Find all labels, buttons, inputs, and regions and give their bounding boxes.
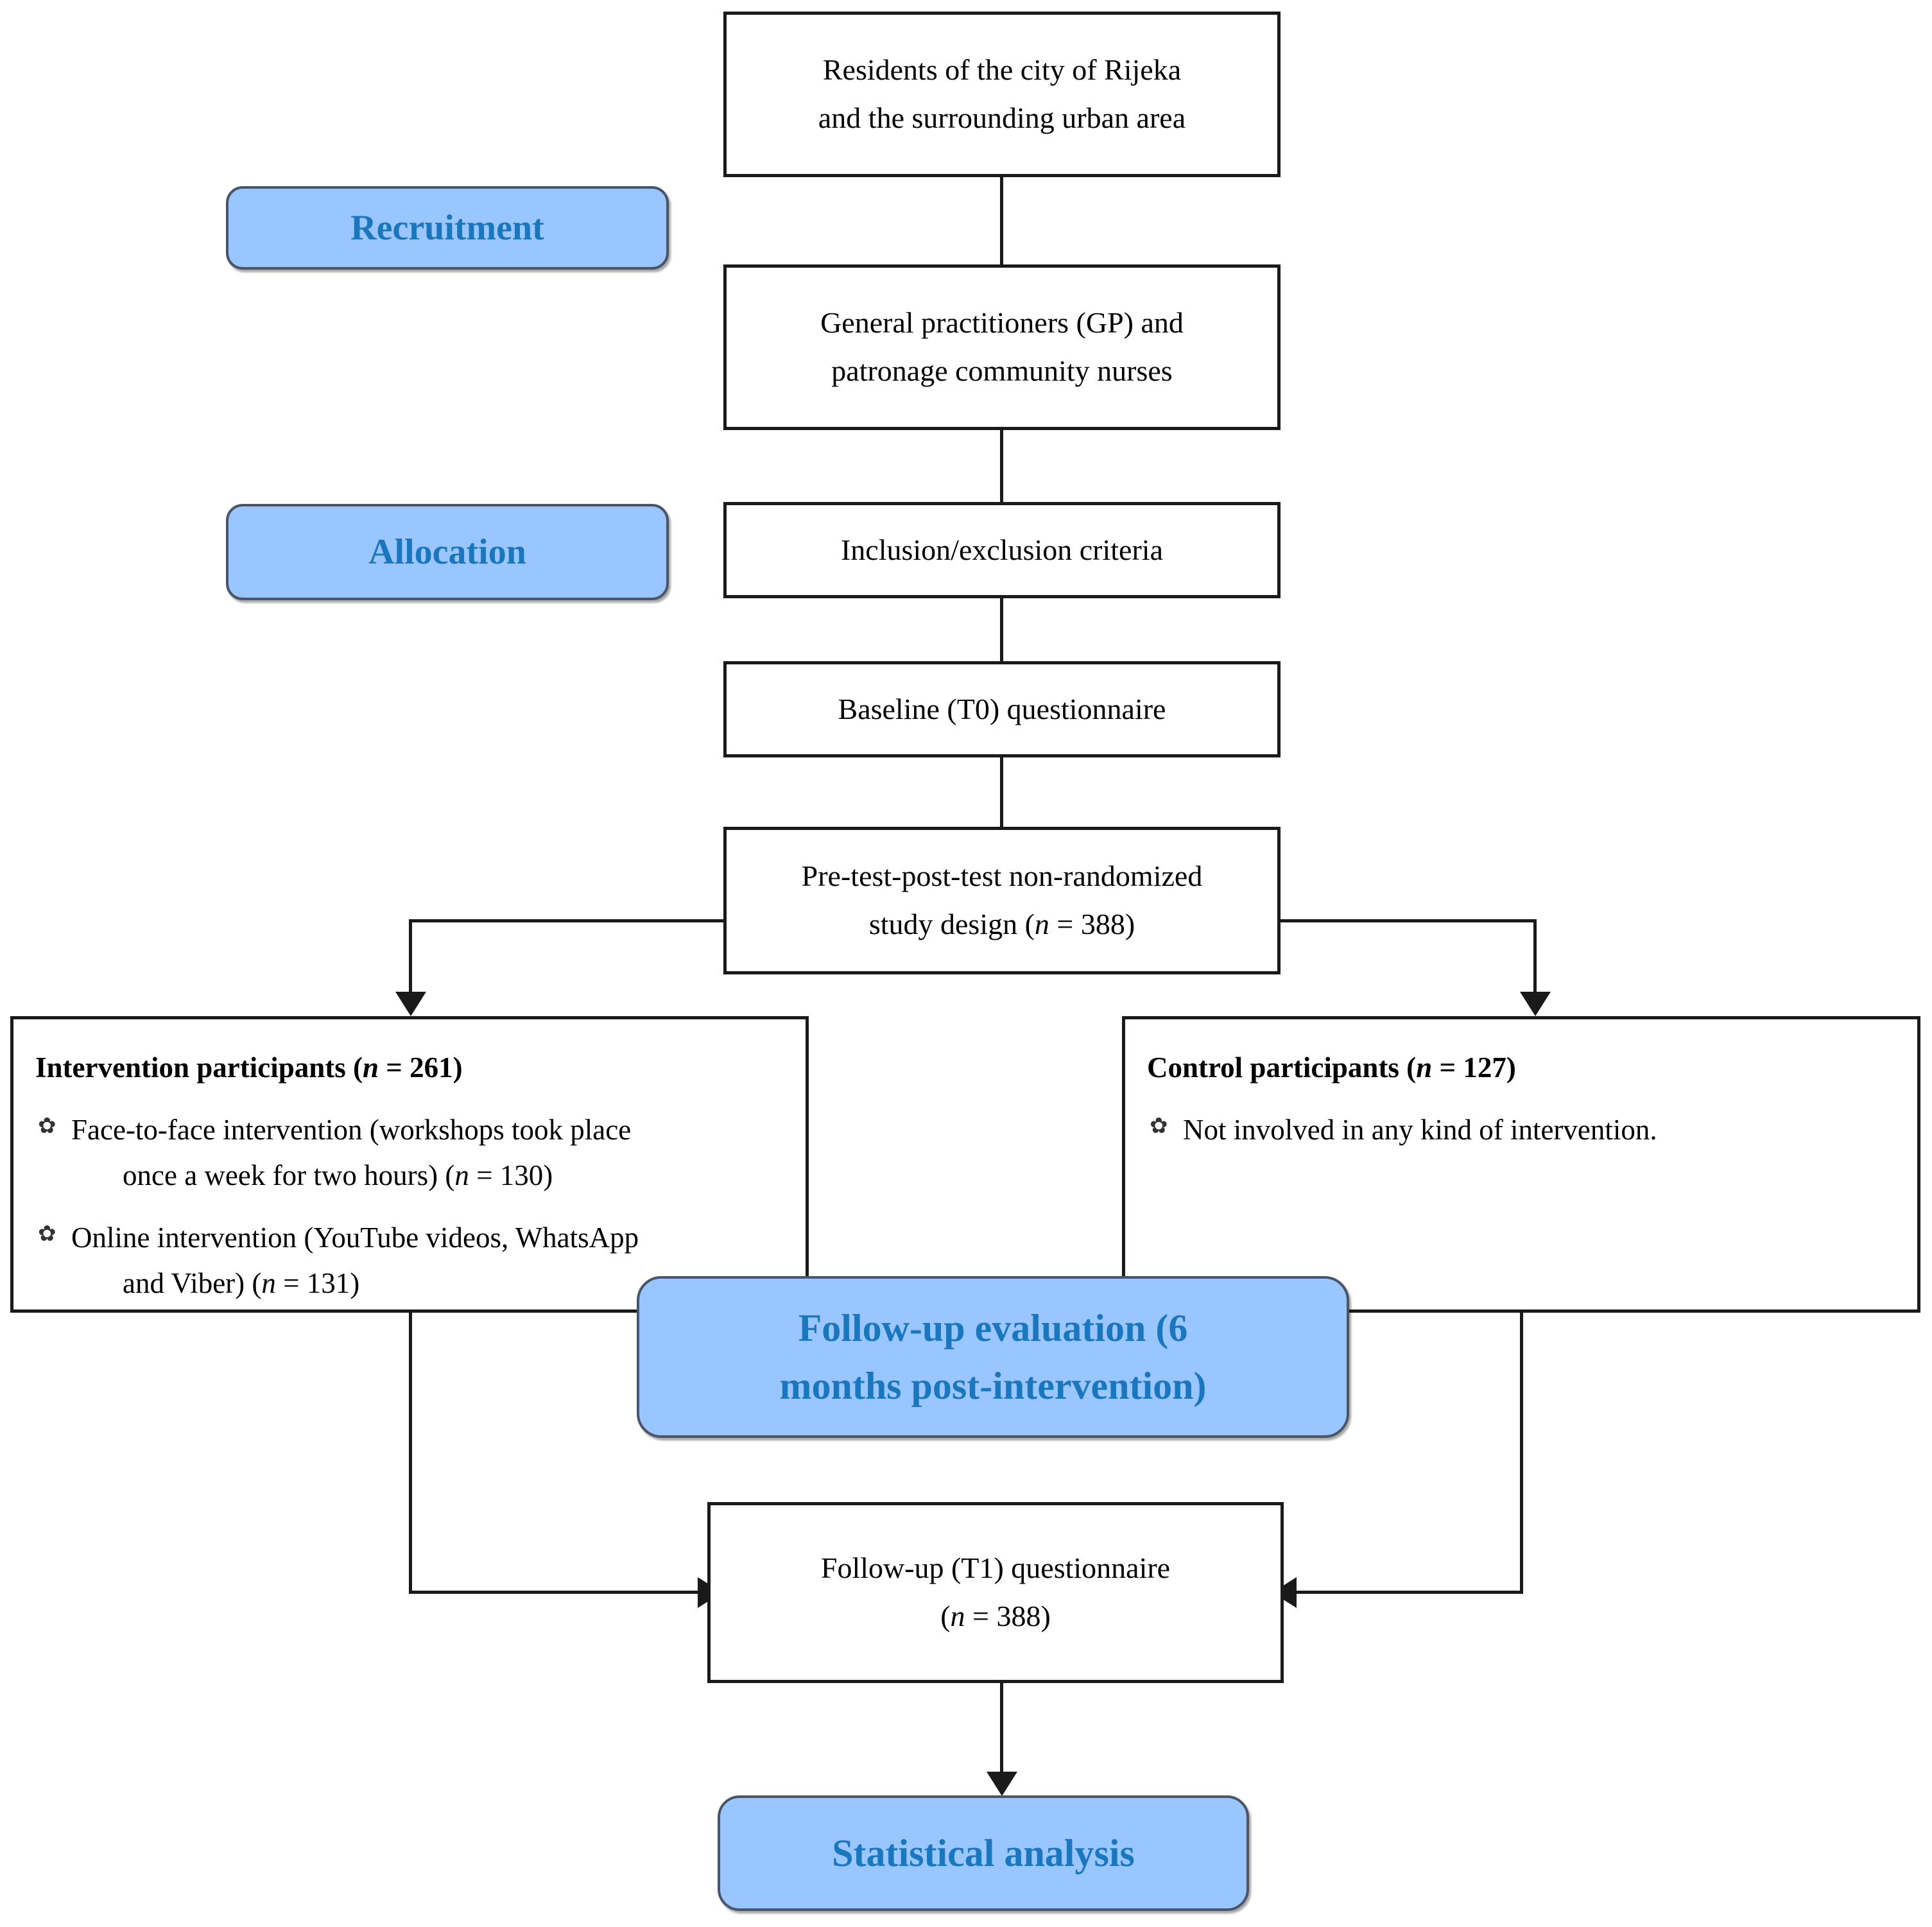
connector-intervention-down bbox=[409, 1313, 412, 1593]
node-study-design[interactable]: Pre-test-post-test non-randomized study … bbox=[723, 827, 1281, 974]
followup-questionnaire-line-1: Follow-up (T1) questionnaire bbox=[820, 1551, 1171, 1585]
node-followup-questionnaire[interactable]: Follow-up (T1) questionnaire (n = 388) bbox=[707, 1502, 1284, 1683]
bullet-icon: ✿ bbox=[38, 1222, 56, 1247]
followup-questionnaire-line-2-pre: ( bbox=[940, 1600, 951, 1632]
intervention-item-0-line-2-pre: once a week for two hours) ( bbox=[123, 1159, 455, 1192]
control-item-0-line-1: Not involved in any kind of intervention… bbox=[1183, 1114, 1657, 1146]
design-n-italic: n bbox=[1034, 908, 1049, 940]
control-heading-post: = 127) bbox=[1432, 1051, 1516, 1084]
node-design-text: Pre-test-post-test non-randomized study … bbox=[741, 852, 1263, 948]
providers-line-2: patronage community nurses bbox=[831, 354, 1173, 387]
connector-split-right-down bbox=[1533, 919, 1537, 993]
node-inclusion-exclusion-criteria[interactable]: Inclusion/exclusion criteria bbox=[723, 502, 1281, 598]
intervention-item-0-n-italic: n bbox=[454, 1159, 469, 1192]
node-intervention-participants[interactable]: Intervention participants (n = 261) ✿ Fa… bbox=[10, 1016, 809, 1313]
intervention-items-list: ✿ Face-to-face intervention (workshops t… bbox=[35, 1107, 784, 1306]
stage-label-allocation-text: Allocation bbox=[368, 532, 526, 572]
stage-label-allocation[interactable]: Allocation bbox=[226, 504, 669, 600]
control-heading: Control participants (n = 127) bbox=[1147, 1045, 1895, 1091]
arrow-to-intervention bbox=[395, 992, 426, 1016]
design-line-2-pre: study design ( bbox=[868, 908, 1035, 940]
connector-design-split-right bbox=[1281, 919, 1537, 922]
control-items-list: ✿ Not involved in any kind of interventi… bbox=[1147, 1107, 1895, 1153]
intervention-heading: Intervention participants (n = 261) bbox=[35, 1045, 784, 1091]
stage-label-followup-evaluation[interactable]: Follow-up evaluation (6 months post-inte… bbox=[637, 1276, 1349, 1438]
connector-providers-to-criteria bbox=[1000, 429, 1003, 505]
design-line-1: Pre-test-post-test non-randomized bbox=[801, 860, 1203, 893]
stage-label-recruitment[interactable]: Recruitment bbox=[226, 186, 669, 270]
stage-label-recruitment-text: Recruitment bbox=[350, 208, 544, 248]
connector-intervention-to-followup bbox=[409, 1591, 707, 1594]
followup-evaluation-line-2: months post-intervention) bbox=[779, 1365, 1207, 1407]
node-residents[interactable]: Residents of the city of Rijeka and the … bbox=[723, 12, 1281, 177]
node-followup-questionnaire-text: Follow-up (T1) questionnaire (n = 388) bbox=[725, 1544, 1266, 1640]
list-item: ✿ Not involved in any kind of interventi… bbox=[1147, 1107, 1895, 1153]
design-line-2-post: = 388) bbox=[1049, 908, 1135, 940]
connector-criteria-to-baseline bbox=[1000, 597, 1003, 661]
intervention-heading-post: = 261) bbox=[379, 1051, 463, 1084]
connector-control-to-followup bbox=[1284, 1591, 1523, 1594]
stage-label-statistical-analysis[interactable]: Statistical analysis bbox=[718, 1795, 1249, 1911]
intervention-item-1-line-2-post: = 131) bbox=[275, 1267, 360, 1300]
intervention-item-0-line-2: once a week for two hours) (n = 130) bbox=[71, 1153, 784, 1198]
node-criteria-text: Inclusion/exclusion criteria bbox=[840, 533, 1163, 566]
connector-residents-to-providers bbox=[1000, 175, 1003, 264]
residents-line-1: Residents of the city of Rijeka bbox=[822, 53, 1182, 87]
control-n-italic: n bbox=[1416, 1051, 1433, 1084]
connector-baseline-to-design bbox=[1000, 756, 1003, 827]
followup-evaluation-line-1: Follow-up evaluation (6 bbox=[798, 1307, 1188, 1349]
providers-line-1: General practitioners (GP) and bbox=[820, 306, 1184, 340]
intervention-heading-pre: Intervention participants ( bbox=[35, 1051, 363, 1084]
connector-followup-to-analysis bbox=[1000, 1683, 1003, 1776]
intervention-item-1-line-2: and Viber) (n = 131) bbox=[71, 1261, 784, 1306]
node-providers[interactable]: General practitioners (GP) and patronage… bbox=[723, 264, 1281, 430]
node-baseline-text: Baseline (T0) questionnaire bbox=[838, 692, 1166, 725]
followup-questionnaire-line-2-post: = 388) bbox=[965, 1600, 1051, 1632]
list-item: ✿ Face-to-face intervention (workshops t… bbox=[35, 1107, 784, 1198]
intervention-item-0-line-1: Face-to-face intervention (workshops too… bbox=[71, 1114, 632, 1146]
stage-label-statistical-analysis-text: Statistical analysis bbox=[832, 1832, 1135, 1874]
intervention-item-0-line-2-post: = 130) bbox=[469, 1159, 553, 1192]
arrow-to-control bbox=[1520, 992, 1551, 1016]
node-baseline-questionnaire[interactable]: Baseline (T0) questionnaire bbox=[723, 661, 1281, 757]
intervention-item-1-line-1: Online intervention (YouTube videos, Wha… bbox=[71, 1222, 639, 1254]
connector-split-left-down bbox=[409, 919, 412, 993]
stage-label-followup-evaluation-text: Follow-up evaluation (6 months post-inte… bbox=[779, 1299, 1206, 1415]
node-providers-text: General practitioners (GP) and patronage… bbox=[741, 299, 1263, 395]
bullet-icon: ✿ bbox=[1150, 1114, 1168, 1139]
node-residents-text: Residents of the city of Rijeka and the … bbox=[741, 46, 1263, 142]
followup-questionnaire-n-italic: n bbox=[950, 1600, 965, 1632]
bullet-icon: ✿ bbox=[38, 1114, 56, 1139]
residents-line-2: and the surrounding urban area bbox=[818, 101, 1186, 134]
connector-control-down bbox=[1520, 1313, 1523, 1593]
intervention-item-1-line-2-pre: and Viber) ( bbox=[123, 1267, 262, 1300]
intervention-item-1-n-italic: n bbox=[261, 1267, 276, 1300]
list-item: ✿ Online intervention (YouTube videos, W… bbox=[35, 1215, 784, 1306]
intervention-n-italic: n bbox=[363, 1051, 379, 1084]
control-heading-pre: Control participants ( bbox=[1147, 1051, 1417, 1084]
node-control-participants[interactable]: Control participants (n = 127) ✿ Not inv… bbox=[1122, 1016, 1920, 1313]
connector-design-split-left bbox=[409, 919, 723, 922]
arrow-to-statistical-analysis bbox=[987, 1772, 1017, 1796]
